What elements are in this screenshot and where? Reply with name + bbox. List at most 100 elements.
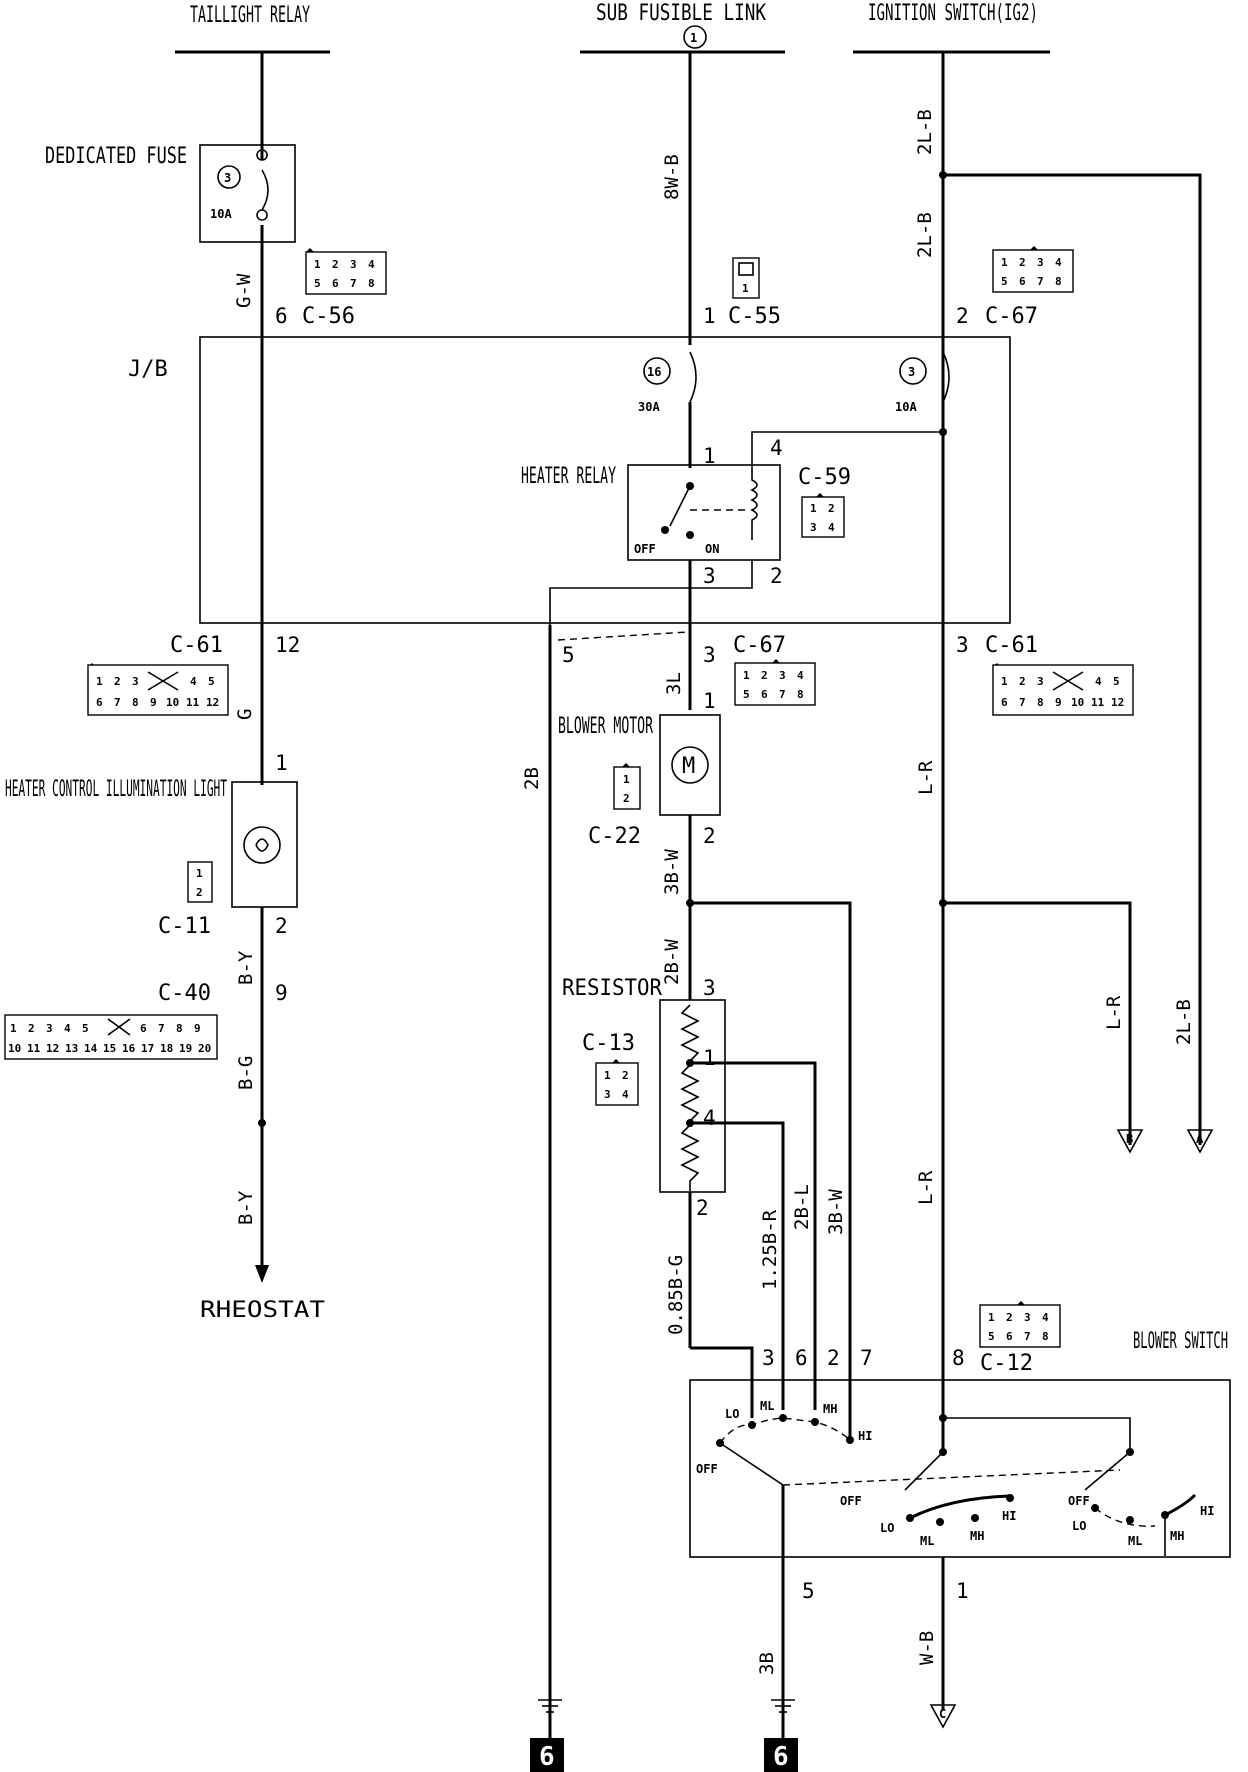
ground-ref-right-num: 6 bbox=[773, 1742, 789, 1772]
svg-text:12: 12 bbox=[1111, 696, 1124, 709]
pin-resistor-2: 2 bbox=[696, 1196, 709, 1220]
svg-text:7: 7 bbox=[158, 1022, 165, 1035]
svg-text:6: 6 bbox=[332, 277, 339, 290]
offpage-a-triangle bbox=[1186, 1129, 1214, 1154]
pin-relay-3: 3 bbox=[703, 564, 716, 588]
dedicated-fuse-box bbox=[199, 144, 296, 243]
offpage-c-triangle bbox=[929, 1704, 957, 1729]
dedicated-fuse-symbol bbox=[256, 149, 269, 221]
svg-text:6: 6 bbox=[1006, 1330, 1013, 1343]
dedicated-fuse-num: 3 bbox=[224, 171, 231, 185]
switch2-lo: LO bbox=[880, 1521, 894, 1535]
connector-c13-label: C-13 bbox=[582, 1031, 635, 1056]
pin-relay-2: 2 bbox=[770, 564, 783, 588]
switch2-ml: ML bbox=[920, 1534, 934, 1548]
relay-off-label: OFF bbox=[634, 542, 656, 556]
motor-icon bbox=[671, 746, 709, 784]
pin-switch-6: 6 bbox=[795, 1346, 808, 1370]
svg-text:3: 3 bbox=[779, 669, 786, 682]
2lb-branch-wire bbox=[943, 173, 1202, 1145]
pin-motor-2: 2 bbox=[703, 824, 716, 848]
fuse-3-num: 3 bbox=[908, 365, 915, 379]
switch3-arc bbox=[1094, 1507, 1156, 1527]
svg-text:6: 6 bbox=[1001, 696, 1008, 709]
svg-text:3: 3 bbox=[810, 521, 817, 534]
heater-relay-box bbox=[627, 464, 781, 561]
wire-label-lr-1: L-R bbox=[915, 760, 937, 795]
svg-text:8: 8 bbox=[1042, 1330, 1049, 1343]
svg-text:9: 9 bbox=[194, 1022, 201, 1035]
svg-text:10: 10 bbox=[8, 1042, 21, 1055]
svg-text:1: 1 bbox=[196, 867, 203, 880]
svg-text:1: 1 bbox=[1001, 675, 1008, 688]
svg-text:2: 2 bbox=[623, 792, 630, 805]
svg-text:18: 18 bbox=[160, 1042, 173, 1055]
rheostat-arrow bbox=[255, 1265, 269, 1283]
svg-text:1: 1 bbox=[743, 669, 750, 682]
svg-text:7: 7 bbox=[1037, 275, 1044, 288]
junction-block bbox=[199, 336, 1011, 624]
offpage-b-label: B bbox=[1126, 1132, 1133, 1146]
svg-text:8: 8 bbox=[176, 1022, 183, 1035]
svg-text:1: 1 bbox=[604, 1069, 611, 1082]
connector-c61-right-label: C-61 bbox=[985, 633, 1038, 658]
offpage-b-triangle bbox=[1116, 1129, 1144, 1154]
svg-text:2: 2 bbox=[1019, 675, 1026, 688]
svg-text:1: 1 bbox=[1001, 256, 1008, 269]
connector-c22: 12 bbox=[613, 763, 641, 810]
wire-label-3bw-switch: 3B-W bbox=[825, 1189, 847, 1235]
switch1-mh: MH bbox=[823, 1402, 837, 1416]
svg-text:3: 3 bbox=[46, 1022, 53, 1035]
wire-label-3b: 3B bbox=[756, 1652, 778, 1675]
switch2-arc bbox=[909, 1494, 1011, 1520]
svg-text:7: 7 bbox=[1024, 1330, 1031, 1343]
wire-label-by-2: B-Y bbox=[235, 1190, 257, 1225]
blower-switch-label: BLOWER SWITCH bbox=[1133, 1329, 1228, 1354]
fusible-link-number-circle bbox=[683, 25, 707, 49]
svg-text:9: 9 bbox=[150, 696, 157, 709]
resistor-element bbox=[680, 1004, 700, 1191]
switch2-off: OFF bbox=[840, 1494, 862, 1508]
switch8-to-3rd bbox=[943, 1417, 1131, 1452]
fuse-3-amp: 10A bbox=[895, 400, 917, 414]
dedicated-fuse-num-circle bbox=[217, 165, 241, 189]
wire-label-8wb: 8W-B bbox=[661, 154, 683, 200]
fuse-3-symbol bbox=[942, 351, 950, 403]
switch3-lo: LO bbox=[1072, 1519, 1086, 1533]
pin-resistor-1: 1 bbox=[703, 1046, 716, 1070]
wire-label-g: G bbox=[234, 709, 256, 720]
svg-text:7: 7 bbox=[350, 277, 357, 290]
wire-label-3l: 3L bbox=[663, 672, 685, 695]
svg-text:1: 1 bbox=[96, 675, 103, 688]
svg-text:8: 8 bbox=[1055, 275, 1062, 288]
pin-c61-12: 12 bbox=[275, 633, 300, 657]
connector-c56-label: C-56 bbox=[302, 304, 355, 329]
switch3-ml: ML bbox=[1128, 1534, 1142, 1548]
connector-c55: 1 bbox=[732, 257, 760, 299]
pin-relay-4: 4 bbox=[770, 436, 783, 460]
fuse-16-amp: 30A bbox=[638, 400, 660, 414]
svg-text:11: 11 bbox=[186, 696, 200, 709]
fuse-16-symbol bbox=[689, 351, 697, 403]
svg-text:6: 6 bbox=[1019, 275, 1026, 288]
ignition-switch-label: IGNITION SWITCH(IG2) bbox=[868, 1, 1038, 26]
svg-text:7: 7 bbox=[779, 688, 786, 701]
svg-text:10: 10 bbox=[166, 696, 179, 709]
pin-switch-3: 3 bbox=[762, 1346, 775, 1370]
svg-text:8: 8 bbox=[797, 688, 804, 701]
switch1-hi: HI bbox=[858, 1429, 872, 1443]
svg-text:1: 1 bbox=[10, 1022, 17, 1035]
svg-text:11: 11 bbox=[1091, 696, 1105, 709]
svg-text:3: 3 bbox=[350, 258, 357, 271]
svg-text:6: 6 bbox=[761, 688, 768, 701]
svg-text:4: 4 bbox=[368, 258, 375, 271]
connector-c55-label: C-55 bbox=[728, 304, 781, 329]
relay-on-label: ON bbox=[705, 542, 719, 556]
switch1-off: OFF bbox=[696, 1462, 718, 1476]
connector-c67-top-label: C-67 bbox=[985, 304, 1038, 329]
svg-text:7: 7 bbox=[1019, 696, 1026, 709]
dedicated-fuse-amp: 10A bbox=[210, 207, 232, 221]
